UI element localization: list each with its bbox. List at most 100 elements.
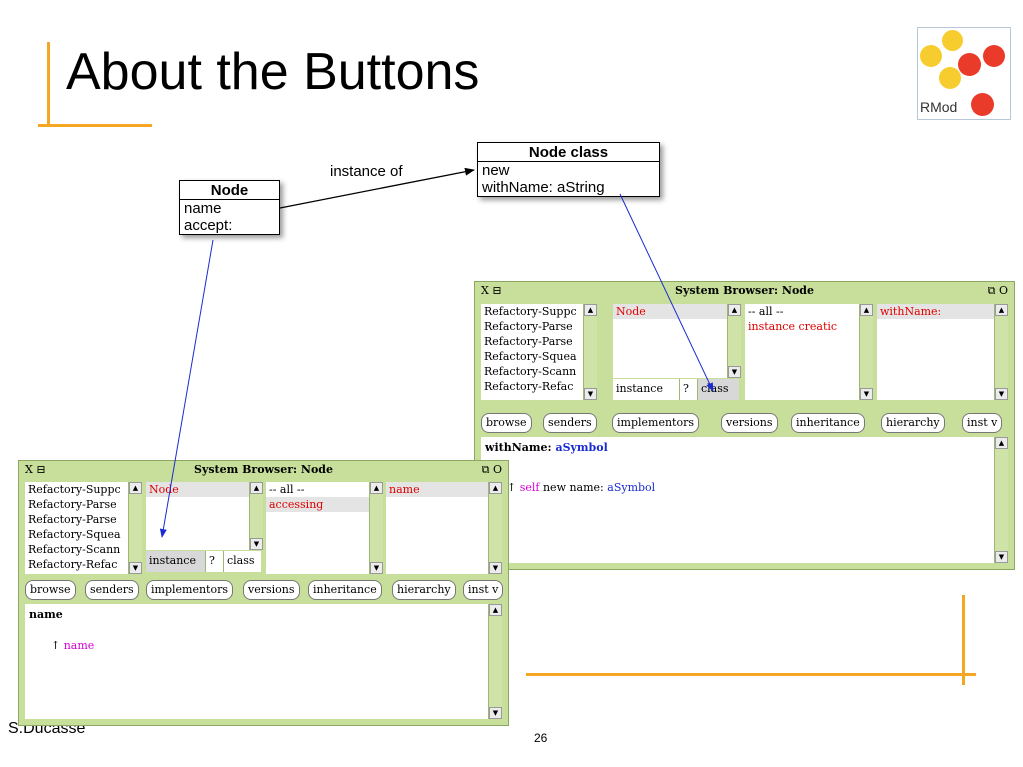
- scroll-up-icon[interactable]: ▲: [584, 304, 597, 316]
- class-list[interactable]: Node ▲▼: [613, 304, 741, 378]
- inheritance-button[interactable]: inheritance: [308, 580, 382, 600]
- class-list[interactable]: Node ▲▼: [146, 482, 263, 550]
- scroll-up-icon[interactable]: ▲: [250, 482, 263, 494]
- help-toggle[interactable]: ?: [680, 379, 698, 400]
- list-item[interactable]: -- all --: [748, 305, 784, 318]
- code-pane[interactable]: name ↑ name ▲▼: [25, 604, 502, 719]
- implementors-button[interactable]: implementors: [146, 580, 233, 600]
- scroll-down-icon[interactable]: ▼: [995, 551, 1008, 563]
- list-item[interactable]: Refactory-Squea: [484, 350, 577, 363]
- system-browser-back[interactable]: X ⊟ System Browser: Node ⧉ O Refactory-S…: [474, 281, 1015, 570]
- list-item[interactable]: Refactory-Scann: [28, 543, 121, 556]
- list-item[interactable]: Refactory-Suppc: [484, 305, 577, 318]
- scroll-down-icon[interactable]: ▼: [995, 388, 1008, 400]
- instance-side-arrow: [159, 239, 214, 538]
- browse-button[interactable]: browse: [25, 580, 76, 600]
- scrollbar[interactable]: ▲▼: [994, 437, 1008, 563]
- scrollbar[interactable]: ▲▼: [488, 604, 502, 719]
- window-control-icons[interactable]: ⧉ O: [481, 463, 502, 476]
- implementors-button[interactable]: implementors: [612, 413, 699, 433]
- method-list[interactable]: name ▲▼: [386, 482, 502, 574]
- scroll-down-icon[interactable]: ▼: [250, 538, 263, 550]
- inst-var-button[interactable]: inst v: [463, 580, 504, 600]
- list-item[interactable]: Node: [613, 304, 741, 319]
- scroll-down-icon[interactable]: ▼: [860, 388, 873, 400]
- list-item[interactable]: Refactory-Parse: [484, 320, 573, 333]
- instance-toggle[interactable]: instance: [613, 379, 680, 400]
- close-icon[interactable]: X: [25, 463, 33, 476]
- scrollbar[interactable]: ▲▼: [994, 304, 1008, 400]
- accent-bar-vertical: [47, 42, 50, 127]
- list-item[interactable]: withName:: [877, 304, 1008, 319]
- scrollbar[interactable]: ▲▼: [369, 482, 383, 574]
- list-item[interactable]: Refactory-Refac: [484, 380, 574, 393]
- protocol-list[interactable]: -- all -- instance creatic ▲▼: [745, 304, 873, 400]
- senders-button[interactable]: senders: [85, 580, 139, 600]
- scroll-down-icon[interactable]: ▼: [489, 707, 502, 719]
- list-item[interactable]: Refactory-Parse: [28, 498, 117, 511]
- scroll-down-icon[interactable]: ▼: [129, 562, 142, 574]
- scroll-down-icon[interactable]: ▼: [584, 388, 597, 400]
- class-toggle[interactable]: class: [227, 554, 255, 567]
- list-item[interactable]: Refactory-Scann: [484, 365, 577, 378]
- list-item[interactable]: Refactory-Parse: [28, 513, 117, 526]
- code-pane[interactable]: withName: aSymbol ↑ self new name: aSymb…: [481, 437, 1008, 563]
- list-item[interactable]: name: [386, 482, 502, 497]
- window-title: System Browser: Node: [675, 284, 814, 297]
- scroll-up-icon[interactable]: ▲: [995, 437, 1008, 449]
- scroll-up-icon[interactable]: ▲: [860, 304, 873, 316]
- hierarchy-button[interactable]: hierarchy: [881, 413, 945, 433]
- versions-button[interactable]: versions: [721, 413, 778, 433]
- scroll-down-icon[interactable]: ▼: [489, 562, 502, 574]
- menu-icon[interactable]: ⊟: [492, 284, 502, 297]
- message-text: new name:: [542, 481, 604, 494]
- accent-bar-horizontal: [38, 124, 152, 127]
- scroll-up-icon[interactable]: ▲: [489, 482, 502, 494]
- instance-class-toggle[interactable]: instance ? class: [146, 551, 261, 572]
- list-item[interactable]: Refactory-Suppc: [28, 483, 121, 496]
- list-item[interactable]: Refactory-Refac: [28, 558, 118, 571]
- scroll-down-icon[interactable]: ▼: [728, 366, 741, 378]
- scroll-up-icon[interactable]: ▲: [728, 304, 741, 316]
- protocol-list[interactable]: -- all -- accessing ▲▼: [266, 482, 383, 574]
- list-item[interactable]: instance creatic: [748, 320, 838, 333]
- list-item[interactable]: Refactory-Parse: [484, 335, 573, 348]
- window-control-icons[interactable]: ⧉ O: [987, 284, 1008, 297]
- list-item[interactable]: -- all --: [269, 483, 305, 496]
- inheritance-button[interactable]: inheritance: [791, 413, 865, 433]
- inst-var-button[interactable]: inst v: [962, 413, 1003, 433]
- scrollbar[interactable]: ▲▼: [488, 482, 502, 574]
- method-body: ↑ self new name: aSymbol: [507, 481, 655, 494]
- hierarchy-button[interactable]: hierarchy: [392, 580, 456, 600]
- window-title-bar[interactable]: X ⊟ System Browser: Node ⧉ O: [475, 282, 1014, 299]
- menu-icon[interactable]: ⊟: [36, 463, 46, 476]
- scroll-up-icon[interactable]: ▲: [995, 304, 1008, 316]
- package-list[interactable]: Refactory-Suppc Refactory-Parse Refactor…: [481, 304, 597, 400]
- system-browser-front[interactable]: X ⊟ System Browser: Node ⧉ O Refactory-S…: [18, 460, 509, 726]
- scrollbar[interactable]: ▲▼: [128, 482, 142, 574]
- senders-button[interactable]: senders: [543, 413, 597, 433]
- scroll-up-icon[interactable]: ▲: [370, 482, 383, 494]
- scroll-down-icon[interactable]: ▼: [370, 562, 383, 574]
- window-title: System Browser: Node: [194, 463, 333, 476]
- browse-button[interactable]: browse: [481, 413, 532, 433]
- scrollbar[interactable]: ▲▼: [583, 304, 597, 400]
- scroll-up-icon[interactable]: ▲: [129, 482, 142, 494]
- method-list[interactable]: withName: ▲▼: [877, 304, 1008, 400]
- help-toggle[interactable]: ?: [206, 551, 224, 572]
- scroll-up-icon[interactable]: ▲: [489, 604, 502, 616]
- close-icon[interactable]: X: [481, 284, 489, 297]
- package-list[interactable]: Refactory-Suppc Refactory-Parse Refactor…: [25, 482, 142, 574]
- scrollbar[interactable]: ▲▼: [859, 304, 873, 400]
- window-menu-icons[interactable]: X ⊟: [481, 284, 502, 297]
- scrollbar[interactable]: ▲▼: [249, 482, 263, 550]
- list-item[interactable]: Refactory-Squea: [28, 528, 121, 541]
- page-number: 26: [534, 731, 548, 745]
- window-menu-icons[interactable]: X ⊟: [25, 463, 46, 476]
- instance-toggle[interactable]: instance: [146, 551, 206, 572]
- window-title-bar[interactable]: X ⊟ System Browser: Node ⧉ O: [19, 461, 508, 478]
- scrollbar[interactable]: ▲▼: [727, 304, 741, 378]
- versions-button[interactable]: versions: [243, 580, 300, 600]
- list-item[interactable]: Node: [146, 482, 263, 497]
- list-item[interactable]: accessing: [266, 497, 383, 512]
